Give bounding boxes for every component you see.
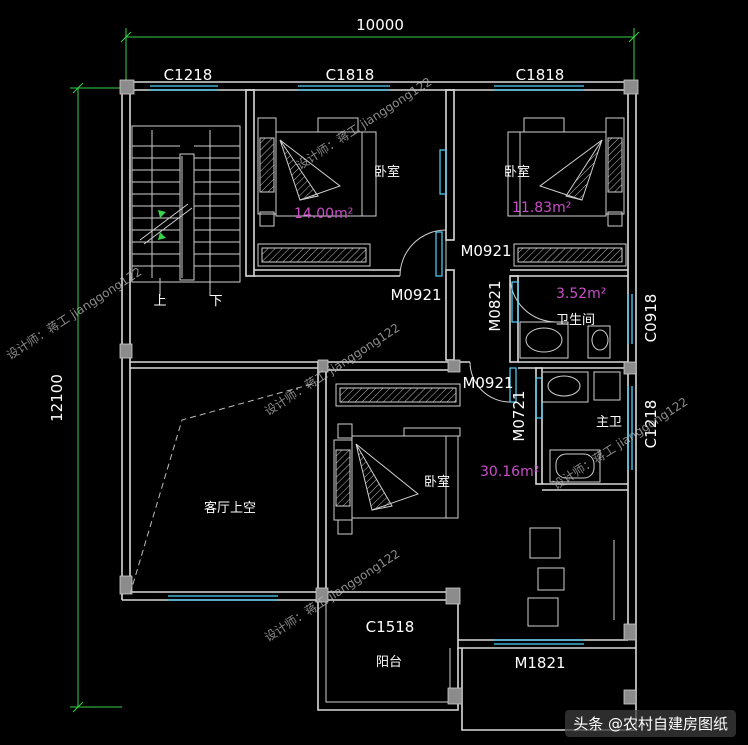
bedroom-left-area: 14.00m²: [294, 206, 353, 222]
door-m1821: M1821: [514, 654, 565, 672]
door-m0921-a: M0921: [390, 286, 441, 304]
bedroom-right-furniture: [507, 117, 627, 267]
door-m0821: M0821: [486, 280, 504, 331]
window-c1818-left: C1818: [326, 66, 375, 84]
bathroom-fixtures: [519, 321, 621, 483]
master-bedroom-area: 30.16m²: [480, 464, 539, 480]
master-bedroom-furniture: [333, 383, 615, 627]
master-bath-label: 主卫: [596, 415, 622, 430]
stair-down-label: 下: [209, 294, 222, 309]
bedroom-right-label: 卧室: [504, 164, 530, 180]
window-c0918: C0918: [642, 294, 660, 343]
window-c1218-right: C1218: [642, 400, 660, 449]
master-bedroom-label: 卧室: [424, 474, 450, 490]
bedroom-left-furniture: [257, 117, 377, 267]
dimension-width: 10000: [356, 16, 404, 34]
bath-label: 卫生间: [556, 313, 595, 328]
door-m0721: M0721: [510, 390, 528, 441]
structural-columns: [119, 79, 639, 705]
stair-up-label: 上: [153, 294, 166, 309]
staircase: [131, 125, 241, 296]
bedroom-left-label: 卧室: [374, 164, 400, 180]
interior-walls: [130, 89, 628, 601]
living-void-outline: [129, 383, 313, 595]
bath-area: 3.52m²: [556, 286, 606, 302]
door-m0921-c: M0921: [462, 374, 513, 392]
balcony-label: 阳台: [376, 655, 402, 670]
dimension-height: 12100: [48, 374, 66, 422]
dimension-lines: [70, 28, 640, 713]
windows: [150, 85, 633, 645]
living-void-label: 客厅上空: [204, 500, 256, 516]
window-c1518: C1518: [366, 618, 415, 636]
window-c1218-top: C1218: [164, 66, 213, 84]
bedroom-right-area: 11.83m²: [512, 200, 571, 216]
watermark-4: 设计师：蒋工 jianggong122: [550, 395, 690, 493]
source-badge: 头条 @农村自建房图纸: [565, 710, 736, 737]
door-m0921-b: M0921: [460, 242, 511, 260]
window-c1818-right: C1818: [516, 66, 565, 84]
